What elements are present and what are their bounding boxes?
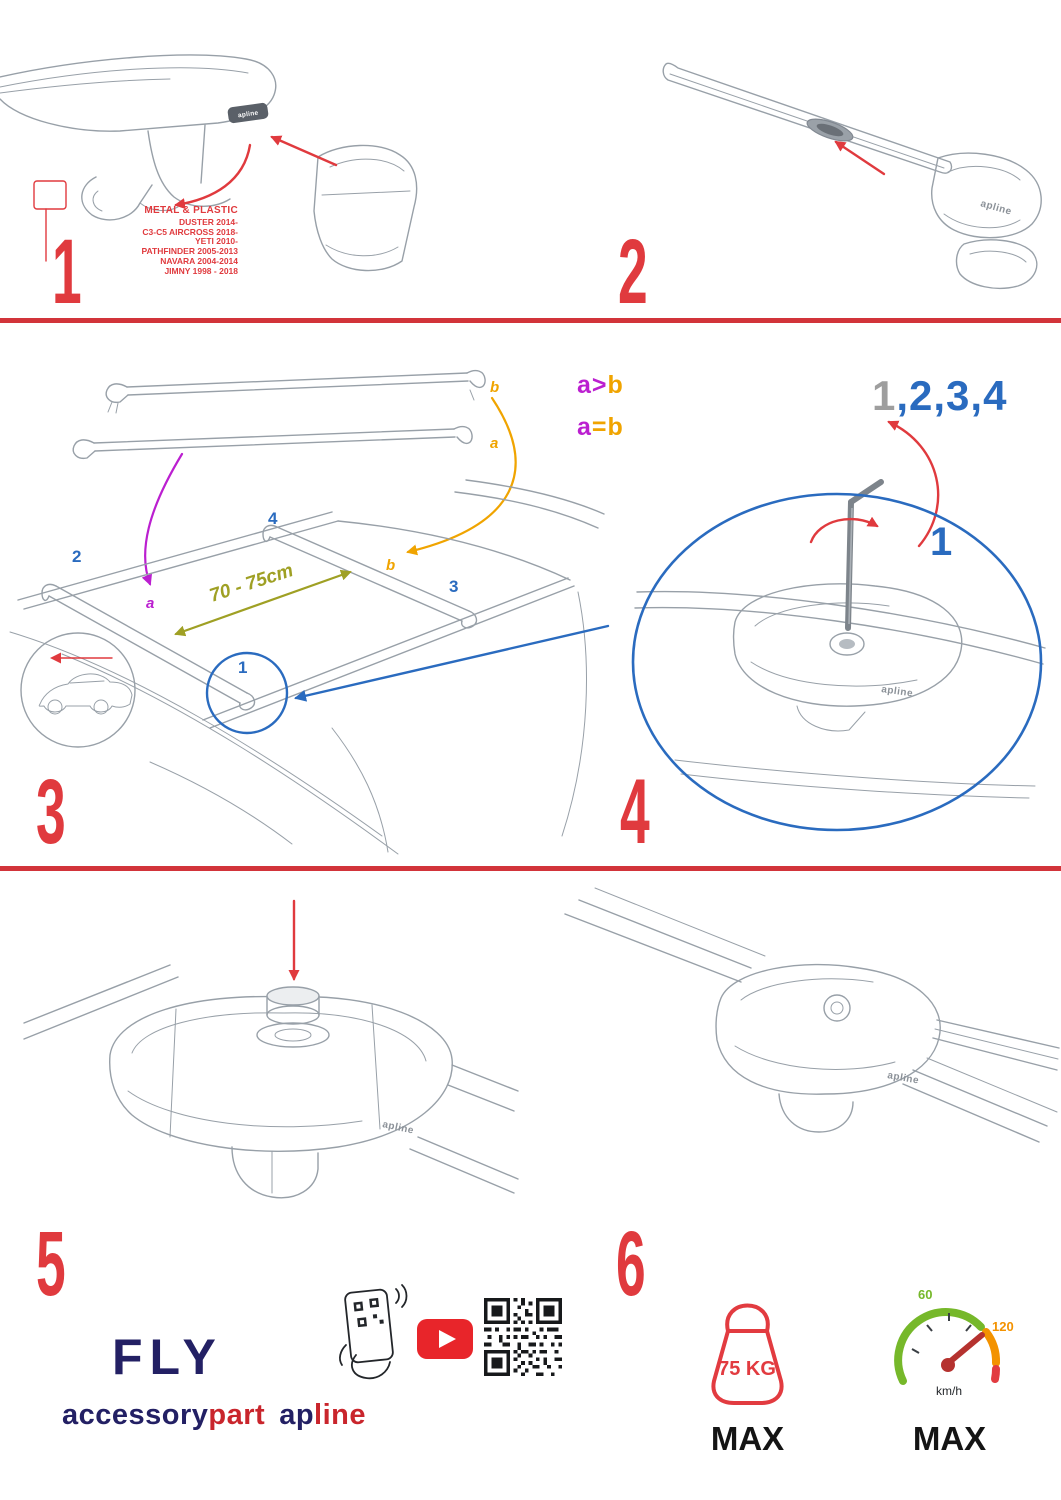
legend-a: a (577, 413, 592, 441)
step3-illustration: b a (9, 369, 610, 855)
step-4-number: 4 (620, 761, 650, 863)
brand-ap: ap (279, 1399, 315, 1431)
bar-a-guide-curve (141, 452, 184, 586)
phone-scan-icon (339, 1284, 408, 1380)
step6-illustration: apline (564, 887, 1060, 1143)
car-roof-drawing (9, 479, 605, 855)
gauge-unit-label: km/h (936, 1384, 962, 1398)
position-4-label: 4 (268, 509, 278, 528)
gauge-60-label: 60 (918, 1287, 932, 1302)
step4-position-label: 1 (930, 520, 953, 564)
section-divider-1 (0, 318, 1061, 323)
crossbar-drawing (662, 62, 953, 174)
rear-crossbar-mounted (262, 524, 478, 629)
model-item: YETI 2010- (195, 236, 238, 247)
position-1-highlight-circle (205, 651, 289, 735)
qr-code (484, 1298, 562, 1376)
mounted-foot-drawing: apline (715, 963, 1060, 1133)
legend-b: b (607, 413, 624, 441)
knob (266, 986, 320, 1025)
legend-op: = (591, 413, 608, 441)
foot-logo-text: apline (979, 198, 1013, 217)
zoom-reference-arrow (294, 624, 610, 702)
product-name: FLY (112, 1329, 223, 1385)
clamp-foot-drawing: apline (732, 583, 963, 732)
brand-accessory: accessory (62, 1399, 209, 1431)
foot-logo-text: apline (881, 684, 914, 699)
roof-rail-lines (23, 964, 519, 1194)
step-6-number: 6 (616, 1213, 646, 1315)
rotate-key-arrow (809, 516, 879, 544)
max-load-weight-icon: 75 KG (711, 1303, 784, 1405)
material-callout (33, 180, 67, 262)
sequence-first: 1 (872, 372, 897, 419)
clamp-foot-drawing: apline (109, 986, 519, 1199)
model-item: NAVARA 2004-2014 (160, 255, 238, 266)
crossbar-end-drawing (0, 54, 277, 221)
foot-logo-text: apline (886, 1070, 919, 1086)
brand-part: part (208, 1399, 266, 1431)
model-item: C3-C5 AIRCROSS 2018- (142, 226, 238, 237)
brand-line: line (314, 1399, 367, 1431)
weight-value: 75 KG (718, 1358, 776, 1380)
insert-direction-arrow (174, 143, 252, 210)
distance-label: 70 - 75cm (207, 560, 296, 607)
step-5-number: 5 (36, 1213, 66, 1315)
speed-max-label: MAX (912, 1420, 987, 1457)
insert-arrow (834, 140, 886, 176)
gauge-120-label: 120 (992, 1319, 1014, 1334)
crossbar-b-drawing (105, 369, 486, 414)
sequence-rest: ,2,3,4 (896, 372, 1008, 419)
logo-badge: apline (227, 102, 269, 124)
step-2-number: 2 (618, 221, 648, 323)
step2-illustration: apline (662, 62, 1042, 289)
step-1-number: 1 (52, 221, 82, 323)
cover-to-bar-arrow (270, 135, 338, 167)
distance-arrow (174, 569, 352, 637)
legend-op: > (591, 371, 608, 399)
step-3-number: 3 (36, 761, 66, 863)
legend-row-2: a=b (577, 406, 624, 448)
position-2-label: 2 (72, 547, 81, 566)
tightening-sequence-label: 1,2,3,4 (872, 372, 1007, 420)
legend-a: a (577, 371, 592, 399)
cover-piece-drawing (313, 144, 418, 272)
step1-material-label: METAL & PLASTIC (144, 205, 238, 216)
roof-rail-lines (564, 887, 1058, 1143)
step1-compatibility-list: METAL & PLASTIC DUSTER 2014- C3-C5 AIRCR… (110, 206, 238, 277)
logo-badge-text: apline (238, 110, 259, 120)
rail-lines (634, 590, 1046, 799)
legend-row-1: a>b (577, 364, 624, 406)
car-direction-inset (20, 632, 136, 748)
bar-b-label: b (490, 379, 499, 396)
roof-b-label: b (386, 557, 395, 574)
end-foot-drawing: apline (931, 152, 1042, 239)
legend-b: b (607, 371, 624, 399)
model-item: DUSTER 2014- (178, 216, 238, 227)
bar-length-legend: a>b a=b (577, 364, 624, 448)
position-3-label: 3 (449, 577, 458, 596)
section-divider-2 (0, 866, 1061, 871)
position-1-label: 1 (238, 658, 247, 677)
model-item: PATHFINDER 2005-2013 (141, 246, 238, 257)
model-item: JIMNY 1998 - 2018 (164, 265, 238, 276)
youtube-icon (417, 1319, 473, 1359)
bar-a-label: a (490, 435, 498, 452)
zoom-circle (631, 492, 1043, 832)
weight-max-label: MAX (710, 1420, 785, 1457)
step5-illustration: apline (23, 899, 519, 1199)
step4-illustration: apline (631, 420, 1046, 832)
step1-illustration: apline (0, 54, 418, 272)
end-cap-drawing (955, 239, 1038, 289)
roof-a-label: a (146, 595, 154, 612)
max-speed-gauge-icon: 60 120 km/h (894, 1287, 1014, 1398)
bar-b-guide-curve (406, 396, 517, 556)
sequence-arrow (887, 420, 940, 548)
crossbar-a-drawing (72, 425, 473, 460)
allen-key-drawing (845, 479, 884, 631)
